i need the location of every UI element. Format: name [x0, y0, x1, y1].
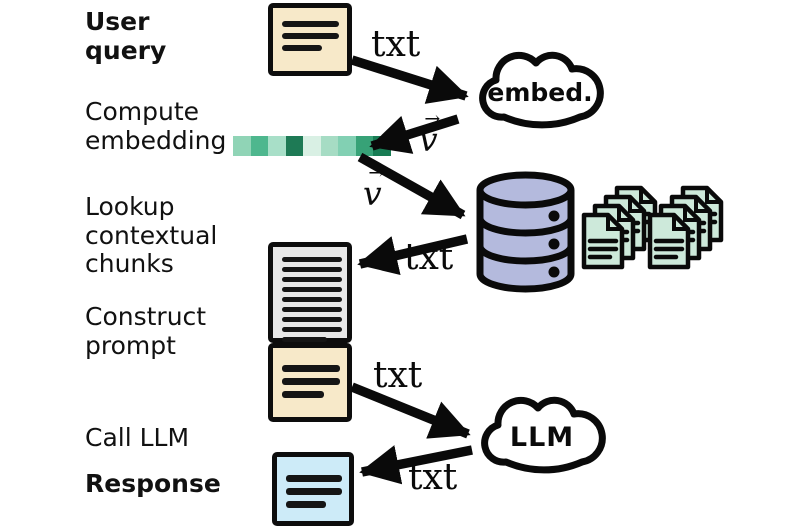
- label-compute-embedding: Compute embedding: [85, 97, 227, 155]
- text-line: [282, 267, 342, 272]
- document-stack-right: [646, 184, 726, 274]
- edge-label-txt-query-embed: txt: [371, 24, 421, 65]
- edge-label-vector-v1: → v: [419, 108, 441, 159]
- prompt-note: [268, 343, 352, 422]
- text-line: [286, 475, 342, 482]
- text-line: [282, 287, 342, 292]
- vector-arrow-glyph: →: [368, 162, 385, 184]
- text-line: [282, 297, 342, 302]
- response-note: [272, 452, 354, 526]
- text-line: [282, 327, 342, 332]
- text-line: [282, 337, 327, 342]
- text-line: [282, 365, 340, 372]
- label-user-query: User query: [85, 7, 167, 65]
- label-lookup-chunks: Lookup contextual chunks: [85, 192, 218, 278]
- embedding-cell: [373, 136, 391, 156]
- user-query-note: [268, 3, 352, 76]
- embedding-cell: [303, 136, 321, 156]
- embedding-cell: [355, 136, 373, 156]
- document-stack-left: [580, 184, 660, 274]
- embedding-cell: [268, 136, 286, 156]
- text-line: [282, 257, 342, 262]
- vector-letter: v: [419, 120, 438, 159]
- llm-cloud-label: LLM: [509, 421, 575, 453]
- text-line: [282, 33, 339, 39]
- edge-label-txt-db-chunks: txt: [404, 237, 454, 278]
- text-line: [282, 307, 342, 312]
- text-line: [282, 45, 322, 51]
- embedding-bar: [233, 136, 391, 156]
- embed-cloud: embed.: [470, 40, 610, 132]
- text-line: [282, 21, 339, 27]
- document-icon: [581, 212, 625, 270]
- embedding-cell: [285, 136, 303, 156]
- edge-label-vector-v2: → v: [363, 162, 385, 213]
- text-line: [282, 378, 340, 385]
- text-line: [282, 317, 342, 322]
- embedding-cell: [250, 136, 268, 156]
- label-response: Response: [85, 469, 221, 498]
- text-line: [286, 501, 326, 508]
- llm-cloud: LLM: [472, 386, 612, 476]
- label-construct-prompt: Construct prompt: [85, 302, 207, 360]
- arrow-query-to-embed: [350, 55, 469, 104]
- cloud-shape-icon: [481, 396, 606, 474]
- text-line: [282, 277, 342, 282]
- chunks-note: [268, 242, 352, 343]
- embedding-cell: [338, 136, 356, 156]
- edge-label-txt-prompt-llm: txt: [373, 355, 423, 396]
- vector-letter: v: [363, 174, 382, 213]
- embed-cloud-label: embed.: [487, 77, 593, 107]
- text-line: [286, 488, 342, 495]
- label-call-llm: Call LLM: [85, 423, 190, 452]
- vector-arrow-glyph: →: [424, 108, 441, 130]
- vector-database-icon: [472, 171, 579, 297]
- cloud-shape-icon: [479, 51, 604, 129]
- document-icon: [647, 212, 691, 270]
- embedding-cell: [320, 136, 338, 156]
- embedding-cell: [233, 136, 251, 156]
- text-line: [282, 391, 324, 398]
- edge-label-txt-llm-response: txt: [408, 457, 458, 498]
